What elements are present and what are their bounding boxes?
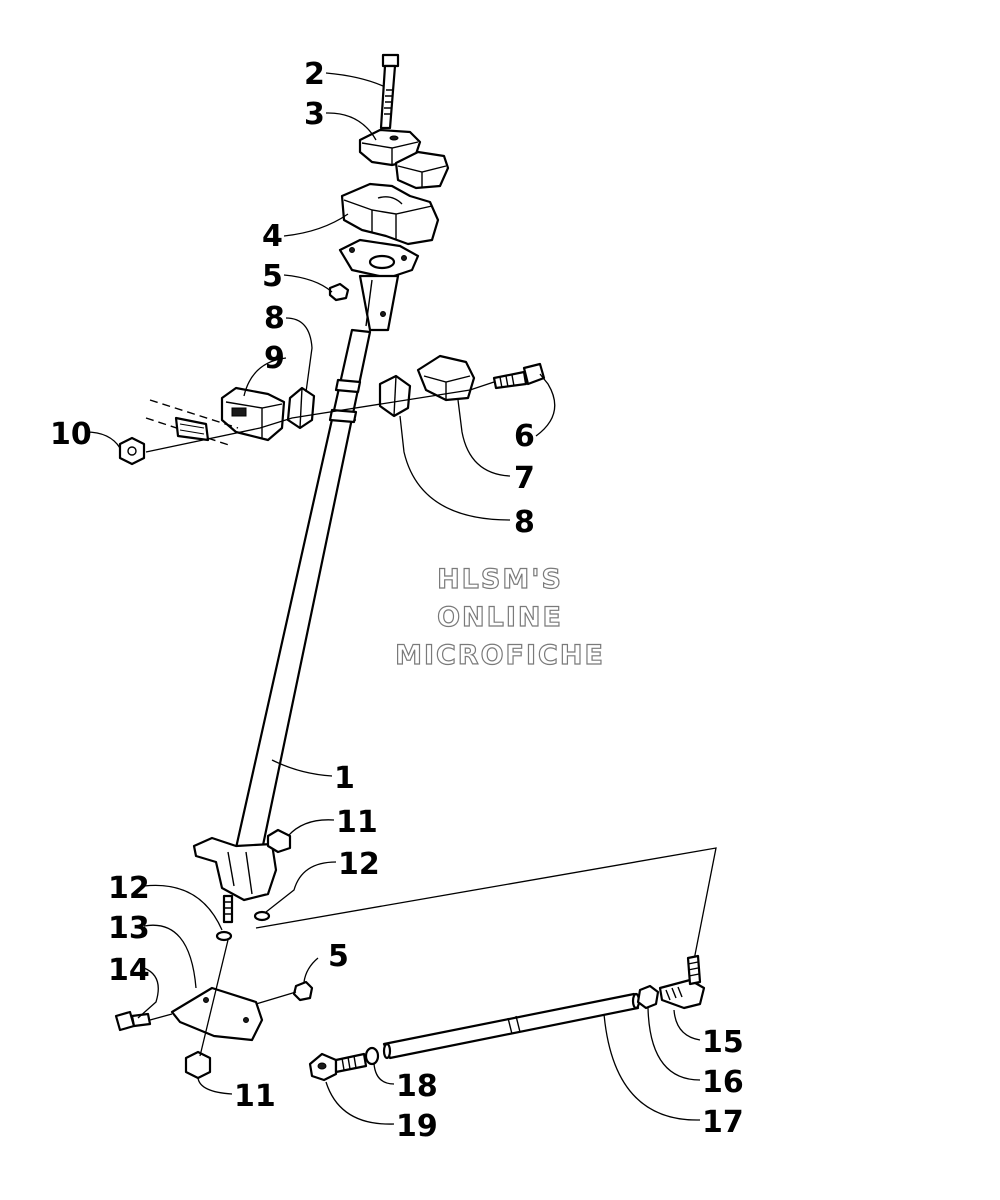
part-8-bushing-left (286, 386, 316, 430)
callout-2: 2 (304, 57, 325, 92)
part-11-nut-upper (266, 828, 292, 854)
steering-post-flange (338, 238, 420, 332)
watermark-line-2: ONLINE (437, 602, 563, 633)
part-4-clamp-block (340, 182, 440, 246)
watermark: HLSM'S ONLINE MICROFICHE (394, 563, 605, 671)
part-19-tie-rod-end (308, 1052, 368, 1082)
callout-labels: 2 3 4 5 8 9 10 6 7 8 1 11 12 12 13 14 5 … (50, 57, 744, 1144)
callout-4: 4 (262, 219, 283, 254)
part-14-bolt (114, 1010, 152, 1032)
steering-post-arm (192, 836, 278, 924)
callout-1: 1 (334, 761, 355, 796)
assembly-line-bracket (149, 939, 297, 1057)
callout-6: 6 (514, 419, 535, 454)
part-5-nut-lower (292, 980, 314, 1002)
callout-19: 19 (396, 1109, 438, 1144)
part-3-clamp-cap (358, 128, 450, 190)
part-15-tie-rod-end (658, 954, 706, 1010)
callout-14: 14 (108, 953, 150, 988)
part-12-washer-left (215, 930, 233, 942)
callout-12-left: 12 (108, 871, 150, 906)
part-12-washer-right (253, 910, 271, 922)
callout-8-upper: 8 (264, 301, 285, 336)
part-6-bolt (492, 362, 546, 390)
callout-18: 18 (396, 1069, 438, 1104)
part-1-steering-post (234, 328, 372, 852)
assembly-line-tierod (255, 847, 717, 961)
part-7-handlebar-cap (416, 354, 476, 402)
callout-9: 9 (264, 341, 285, 376)
callout-11-upper: 11 (336, 805, 378, 840)
assembly-line-handlebar (145, 381, 495, 453)
callout-13: 13 (108, 911, 150, 946)
part-10-nut (118, 436, 146, 466)
watermark-line-3: MICROFICHE (395, 640, 605, 671)
callout-5-upper: 5 (262, 259, 283, 294)
callout-16: 16 (702, 1065, 744, 1100)
handlebar-partial (145, 399, 239, 447)
callout-17: 17 (702, 1105, 744, 1140)
part-13-bracket (170, 986, 264, 1042)
callout-15: 15 (702, 1025, 744, 1060)
part-9-handlebar-block (220, 386, 286, 442)
leader-lines (85, 72, 701, 1125)
callout-5-lower: 5 (328, 939, 349, 974)
callout-8-lower: 8 (514, 505, 535, 540)
part-16-jam-nut (636, 984, 660, 1010)
part-17-tie-rod (382, 992, 641, 1060)
watermark-line-1: HLSM'S (437, 564, 563, 595)
callout-11-lower: 11 (234, 1079, 276, 1114)
callout-10: 10 (50, 417, 92, 452)
part-2-bolt (379, 53, 400, 130)
part-8-bushing-right (378, 374, 412, 418)
part-18-jam-nut (364, 1046, 380, 1066)
callout-7: 7 (514, 461, 535, 496)
part-5-nut-upper (328, 282, 350, 302)
callout-12-right: 12 (338, 847, 380, 882)
callout-3: 3 (304, 97, 325, 132)
part-11-nut-lower (184, 1050, 212, 1080)
